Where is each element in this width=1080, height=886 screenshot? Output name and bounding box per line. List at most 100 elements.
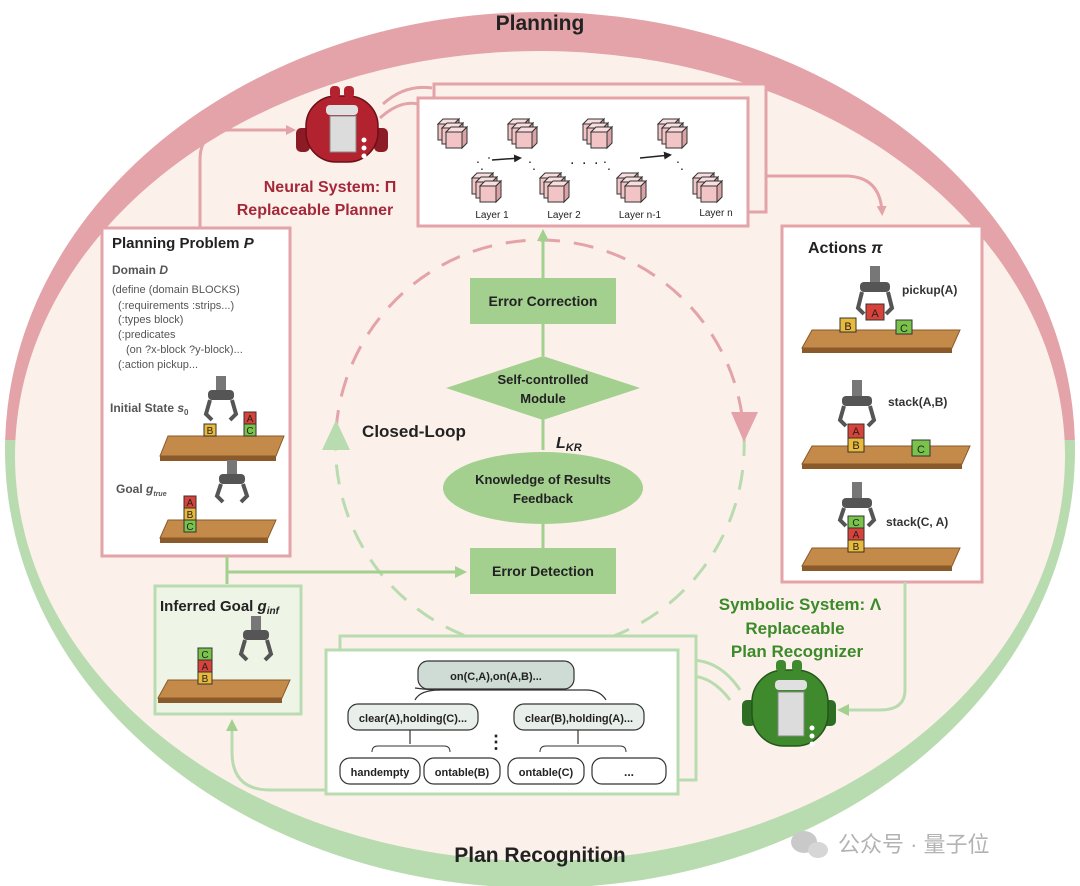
feedback-line1: Knowledge of Results xyxy=(475,472,611,487)
svg-text:.: . xyxy=(528,150,532,166)
actions-panel xyxy=(780,224,984,584)
svg-text:.: . xyxy=(594,151,598,168)
block-c-action2: C xyxy=(917,444,925,456)
lkr-label: LKR xyxy=(556,435,582,454)
gripper-icon-goal xyxy=(214,460,250,504)
block-c-action3: C xyxy=(852,518,859,529)
planning-problem-title: Planning Problem P xyxy=(112,235,255,252)
initial-state-label: Initial State s0 xyxy=(110,401,189,417)
tree-leaf-label-2: ontable(B) xyxy=(435,767,490,779)
layer-label-n-1: Layer n-1 xyxy=(619,210,662,221)
self-controlled-line1: Self-controlled xyxy=(497,372,588,387)
tree-root-node xyxy=(417,660,575,690)
goal-scene xyxy=(159,460,277,543)
tree-leaf-label-3: ontable(C) xyxy=(519,767,574,779)
error-detection-box xyxy=(470,548,616,594)
block-a-action1: A xyxy=(871,308,879,320)
svg-text:.: . xyxy=(570,151,574,168)
domain-label: Domain D xyxy=(112,263,168,277)
green-robot-icon xyxy=(742,660,836,747)
goal-label: Goal gtrue xyxy=(116,482,167,498)
block-b-goal: B xyxy=(187,510,194,521)
block-b-inferred: B xyxy=(202,674,209,685)
action-scene-1 xyxy=(801,266,961,353)
tree-root-label: on(C,A),on(A,B)... xyxy=(450,671,542,683)
actions-title: Actions π xyxy=(808,240,883,257)
error-detection-label: Error Detection xyxy=(492,563,594,579)
layers-panel xyxy=(416,82,768,228)
loop-arrowhead-red xyxy=(731,412,758,442)
self-controlled-diamond xyxy=(446,356,640,420)
closed-loop-circle xyxy=(333,238,746,652)
block-a-action3: A xyxy=(853,530,860,541)
block-a-initial: A xyxy=(247,414,254,425)
layer-label-1: Layer 1 xyxy=(475,210,509,221)
tree-dots: ⋮ xyxy=(487,732,505,752)
code-line-4: (:predicates xyxy=(118,329,176,341)
code-line-1: (define (domain BLOCKS) xyxy=(112,284,240,296)
block-a-action2: A xyxy=(852,426,860,438)
tree-mid-node-1 xyxy=(347,703,479,731)
self-controlled-line2: Module xyxy=(520,391,566,406)
code-line-2: (:requirements :strips...) xyxy=(118,300,234,312)
tree-leaf-2 xyxy=(423,757,501,785)
block-c-initial: C xyxy=(246,426,253,437)
svg-text:.: . xyxy=(532,157,536,173)
tree-mid-label-2: clear(B),holding(A)... xyxy=(525,713,633,725)
action-item-2: stack(A,B) xyxy=(888,395,947,409)
feedback-ellipse xyxy=(443,452,643,524)
svg-text:.: . xyxy=(676,150,680,166)
tree-leaf-4 xyxy=(591,757,667,785)
tree-leaf-label-1: handempty xyxy=(351,767,411,779)
feedback-line2: Feedback xyxy=(513,491,574,506)
tree-mid-label-1: clear(A),holding(C)... xyxy=(359,713,467,725)
tree-leaf-3 xyxy=(507,757,585,785)
gripper-icon xyxy=(203,376,239,422)
planning-title: Planning xyxy=(496,12,585,35)
code-line-3: (:types block) xyxy=(118,314,183,326)
tree-leaf-label-4: ... xyxy=(624,765,634,779)
plan-recognition-title: Plan Recognition xyxy=(454,844,626,867)
action-item-3: stack(C, A) xyxy=(886,515,948,529)
svg-text:.: . xyxy=(607,157,611,173)
block-c-action1: C xyxy=(900,323,908,335)
block-b-action1: B xyxy=(844,321,851,333)
symbolic-system-line1: Symbolic System: Λ xyxy=(719,595,882,614)
error-correction-box xyxy=(470,278,616,324)
inferred-goal-scene xyxy=(157,616,291,703)
tree-leaf-1 xyxy=(339,757,421,785)
error-correction-label: Error Correction xyxy=(489,293,598,309)
block-b-initial: B xyxy=(207,426,214,437)
tree-mid-node-2 xyxy=(513,703,645,731)
pipeline-connectors xyxy=(225,229,549,584)
svg-text:.: . xyxy=(603,150,607,166)
layer-label-n: Layer n xyxy=(699,208,732,219)
svg-text:.: . xyxy=(480,157,484,173)
block-c-goal: C xyxy=(186,522,193,533)
loop-arrowhead-green xyxy=(322,420,350,450)
svg-text:.: . xyxy=(680,157,684,173)
neural-system-line2: Replaceable Planner xyxy=(237,202,394,219)
action-scene-3 xyxy=(801,482,961,571)
watermark-text: 公众号 · 量子位 xyxy=(838,832,990,857)
red-robot-icon xyxy=(296,86,388,163)
red-arrows xyxy=(198,85,887,228)
action-scene-2 xyxy=(801,380,971,469)
inferred-goal-title: Inferred Goal ginf xyxy=(160,598,281,617)
neural-system-line1: Neural System: Π xyxy=(264,179,397,196)
layer-cubes: .. .. .. .. ... xyxy=(438,119,722,202)
svg-text:.: . xyxy=(476,150,480,166)
symbolic-system-line3: Plan Recognizer xyxy=(731,642,864,661)
block-a-inferred: A xyxy=(202,662,209,673)
block-b-action3: B xyxy=(853,542,860,553)
wechat-icon xyxy=(791,831,828,858)
code-line-5: (on ?x-block ?y-block)... xyxy=(126,344,243,356)
block-b-action2: B xyxy=(852,440,859,452)
code-line-6: (:action pickup... xyxy=(118,359,198,371)
action-item-1: pickup(A) xyxy=(902,283,957,297)
initial-state-scene xyxy=(159,376,285,461)
closed-loop-label: Closed-Loop xyxy=(362,422,466,441)
svg-text:.: . xyxy=(582,151,586,168)
block-a-goal: A xyxy=(187,498,194,509)
